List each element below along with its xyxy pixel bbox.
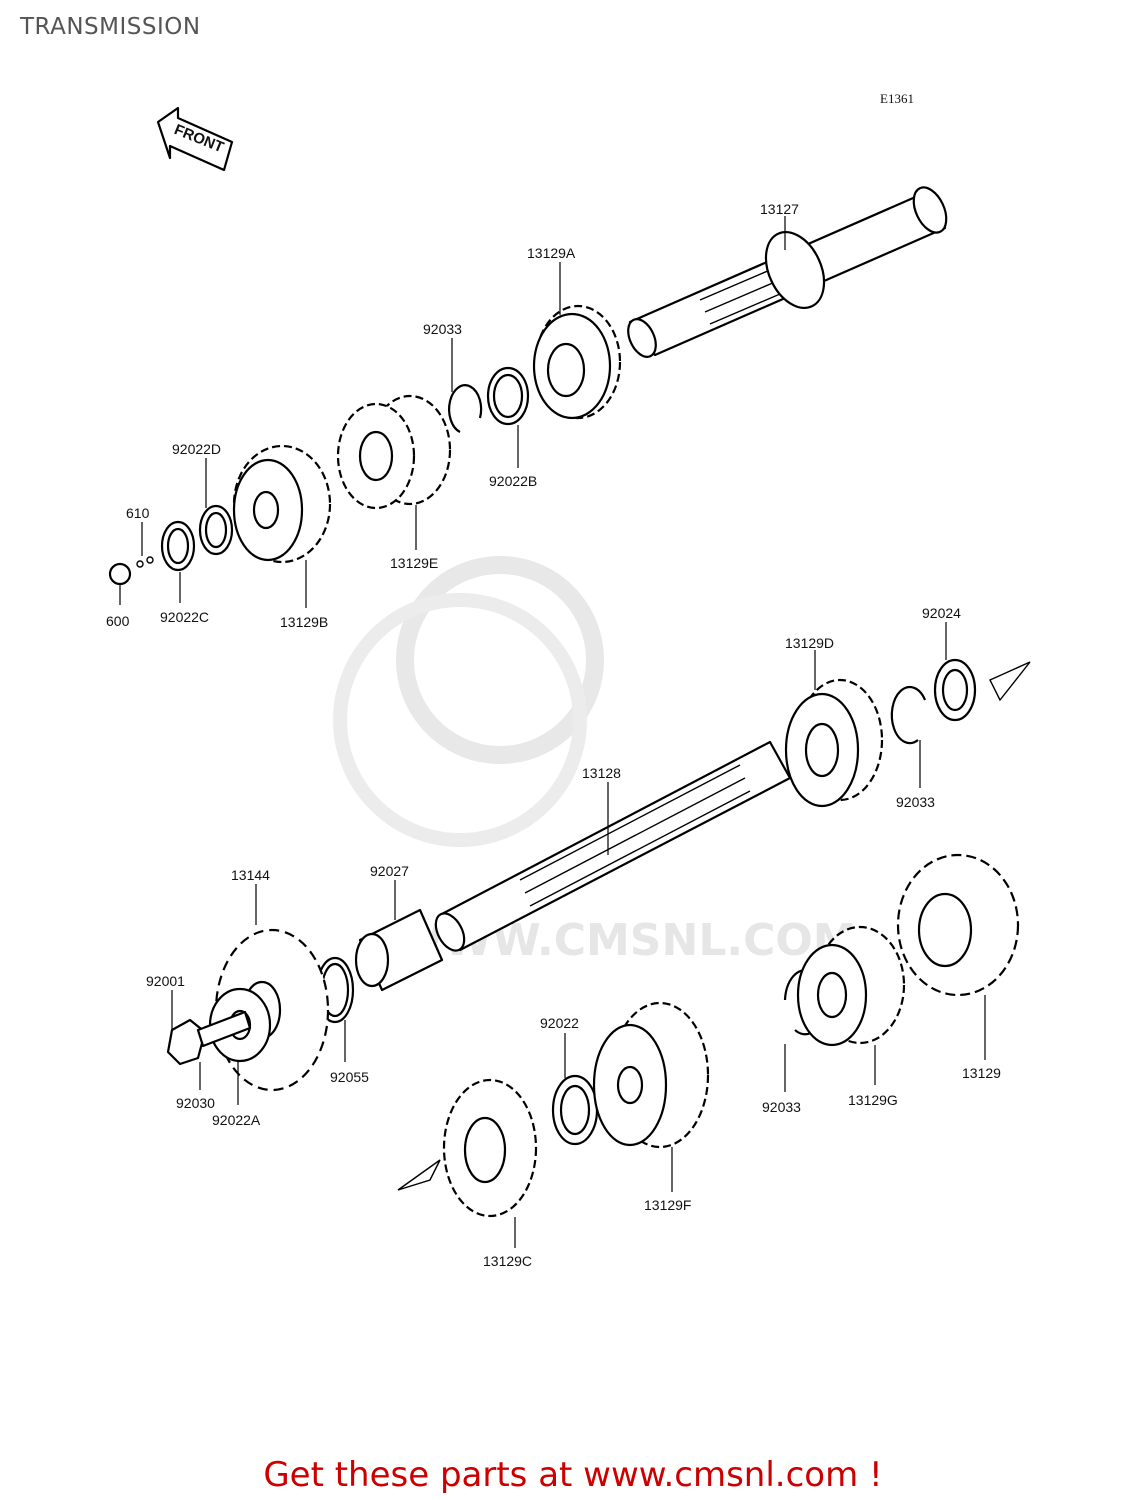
washer-92022D <box>198 504 234 556</box>
gear-13127-integral <box>764 231 826 309</box>
needle-610 <box>136 556 154 568</box>
part-label: 92022B <box>489 473 537 489</box>
part-label: 13129D <box>785 635 834 651</box>
gear-13129E <box>336 394 452 510</box>
arrow-left-icon <box>397 1159 441 1191</box>
part-label: 600 <box>106 613 130 629</box>
part-label: 92033 <box>423 321 462 337</box>
part-label: 13127 <box>760 201 799 217</box>
part-label: 13144 <box>231 867 270 883</box>
get-parts-link[interactable]: Get these parts at www.cmsnl.com ! <box>263 1455 883 1495</box>
part-label: 92033 <box>762 1099 801 1115</box>
gear-13129G <box>796 925 906 1047</box>
gear-13129 <box>896 853 1020 997</box>
part-label: 92022A <box>212 1112 261 1128</box>
arrow-right-icon <box>989 661 1031 702</box>
part-label: 92022 <box>540 1015 579 1031</box>
collar-92027 <box>354 908 444 992</box>
gear-13129D <box>784 678 884 808</box>
part-label: 13129A <box>527 245 576 261</box>
part-label: 92030 <box>176 1095 215 1111</box>
part-label: 13129 <box>962 1065 1001 1081</box>
gear-13129A <box>532 304 622 420</box>
part-label: 92055 <box>330 1069 369 1085</box>
part-label: 92022D <box>172 441 221 457</box>
part-label: 92027 <box>370 863 409 879</box>
part-label: 92033 <box>896 794 935 810</box>
diagram-code: E1361 <box>880 91 914 106</box>
part-label: 13129F <box>644 1197 691 1213</box>
part-label: 610 <box>126 505 150 521</box>
front-arrow-icon: FRONT <box>156 106 234 172</box>
gear-13129B <box>232 444 332 564</box>
gear-13129F <box>592 1001 710 1149</box>
bolt-92001 <box>166 1010 252 1066</box>
part-label: 92024 <box>922 605 961 621</box>
part-label: 13128 <box>582 765 621 781</box>
gear-13129C <box>442 1078 538 1218</box>
washer-92024 <box>933 658 977 722</box>
ball-600 <box>108 562 132 586</box>
part-label: 13129C <box>483 1253 532 1269</box>
washer-92022 <box>551 1074 599 1146</box>
part-label: 92001 <box>146 973 185 989</box>
part-label: 13129E <box>390 555 438 571</box>
part-label: 13129G <box>848 1092 898 1108</box>
leader-lines <box>119 216 986 1248</box>
circlip-92033-upper <box>448 384 483 433</box>
diagram-title: TRANSMISSION <box>20 14 201 40</box>
washer-92055 <box>315 956 355 1024</box>
circlip-92033-right <box>890 686 927 745</box>
part-label: 92022C <box>160 609 209 625</box>
washer-92022C <box>160 520 196 572</box>
washer-92022B <box>486 366 530 426</box>
part-label: 13129B <box>280 614 328 630</box>
part-labels: 13127 13129A 92033 92022B 92022D 610 600… <box>106 201 1001 1269</box>
